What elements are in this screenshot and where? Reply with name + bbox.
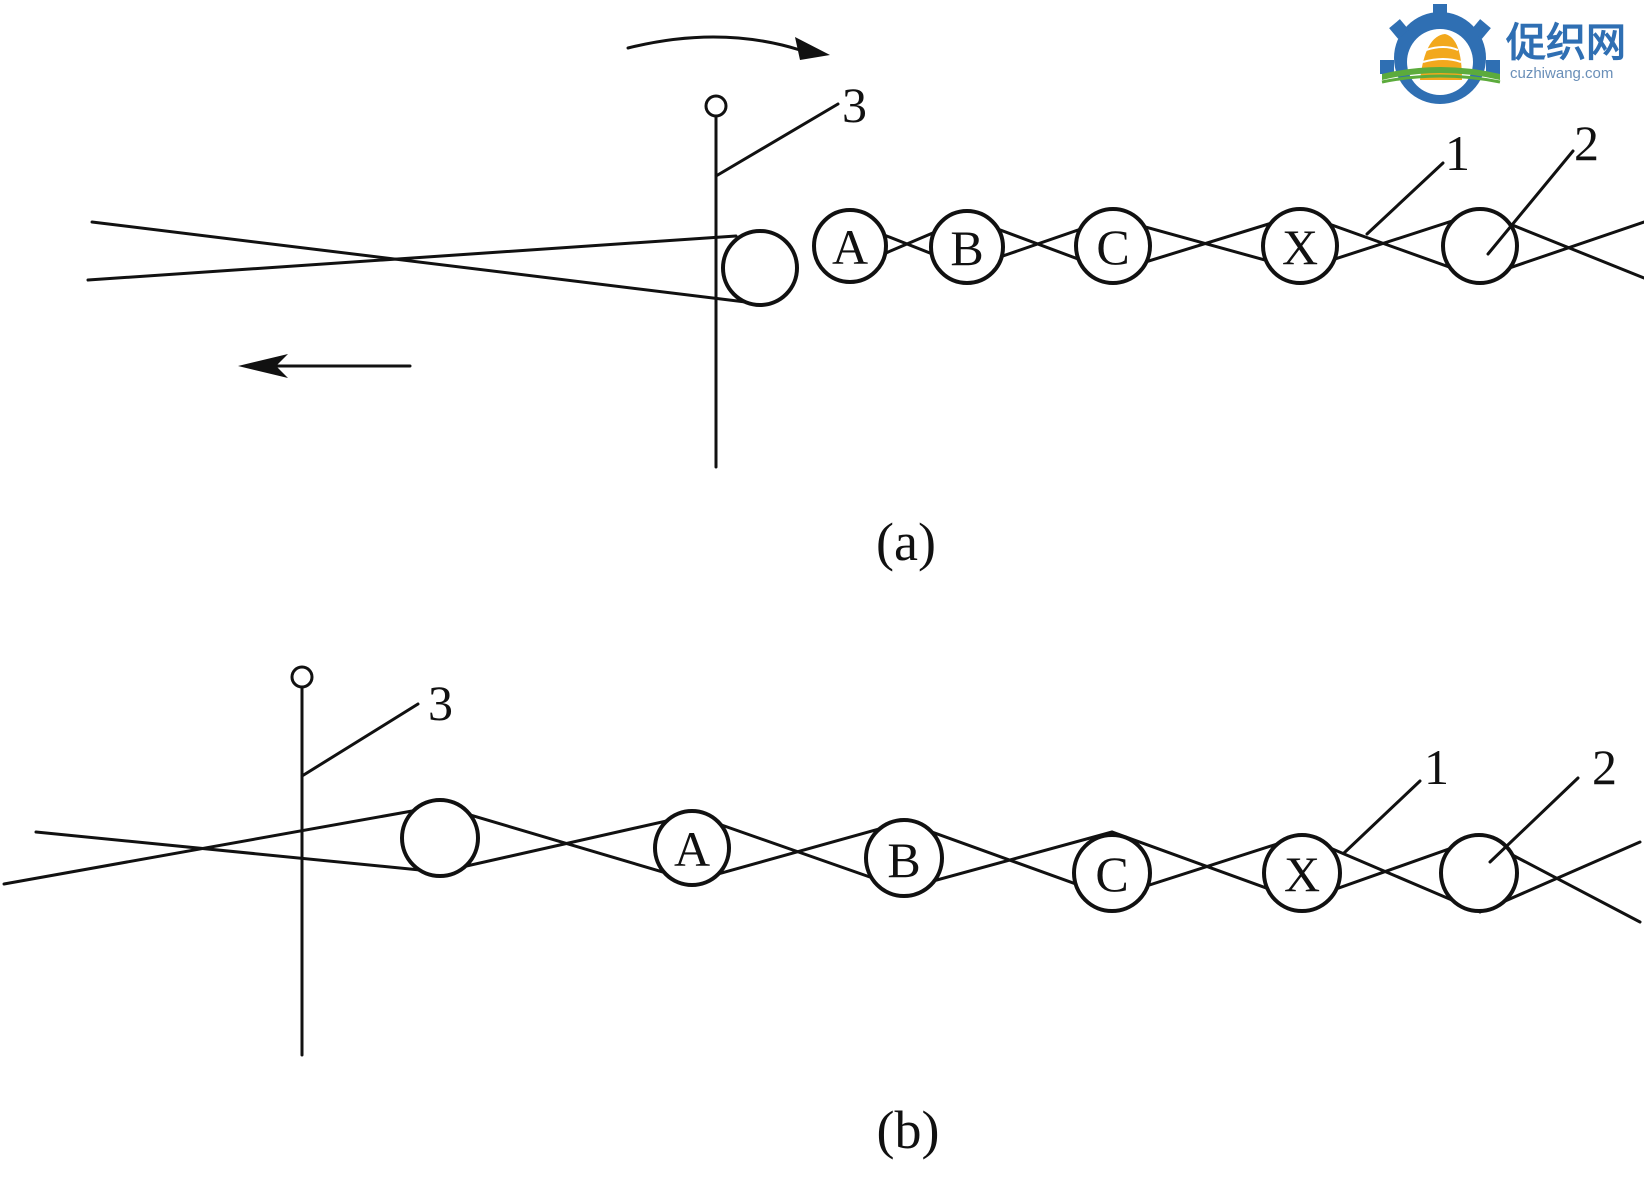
leader-1 bbox=[1365, 161, 1445, 236]
rotation-arrow-icon bbox=[626, 35, 802, 52]
book-wave-icon bbox=[1382, 67, 1500, 80]
pick-x bbox=[1261, 207, 1339, 285]
rotation-arrowhead-icon bbox=[795, 37, 830, 60]
pick-c-label: C bbox=[1096, 219, 1129, 275]
pick-x bbox=[1262, 833, 1342, 913]
pick-new bbox=[721, 229, 799, 307]
warp-cross-2 bbox=[34, 813, 1642, 924]
logo-name: 促织网 bbox=[1505, 20, 1626, 66]
callout-2: 2 bbox=[1574, 115, 1599, 171]
pick-c bbox=[1074, 207, 1152, 285]
pick-a bbox=[812, 208, 888, 284]
leader-1 bbox=[1342, 779, 1422, 855]
callout-3: 3 bbox=[428, 675, 453, 731]
pick-a bbox=[653, 809, 731, 887]
pick-b-label: B bbox=[950, 220, 983, 276]
pick-x-label: X bbox=[1282, 219, 1318, 275]
pick-b-label: B bbox=[887, 832, 920, 888]
site-logo: 促织网 cuzhiwang.com bbox=[1380, 4, 1626, 104]
leader-3 bbox=[300, 702, 420, 778]
caption-b: (b) bbox=[877, 1100, 940, 1160]
lever-knob bbox=[290, 665, 314, 689]
pick-c bbox=[1072, 833, 1152, 913]
pick-x-label: X bbox=[1284, 846, 1320, 902]
motion-arrowhead-icon bbox=[238, 354, 288, 378]
callout-1: 1 bbox=[1424, 739, 1449, 795]
lever-knob bbox=[704, 94, 728, 118]
pick-b bbox=[929, 209, 1005, 285]
logo-url: cuzhiwang.com bbox=[1510, 65, 1613, 82]
pick-c-label: C bbox=[1095, 846, 1128, 902]
pick-blank bbox=[1441, 207, 1519, 285]
panel-b: A B C X 3 1 2 (b) bbox=[2, 665, 1642, 1160]
leader-3 bbox=[714, 102, 840, 178]
pick-new bbox=[400, 798, 480, 878]
warp-thread-lower bbox=[86, 234, 738, 282]
gear-icon bbox=[1380, 4, 1500, 104]
pick-a-label: A bbox=[674, 821, 710, 877]
callout-3: 3 bbox=[842, 77, 867, 133]
pick-a-label: A bbox=[832, 219, 868, 275]
panel-a: A B C X 3 1 2 (a) bbox=[86, 35, 1644, 572]
pick-b bbox=[864, 818, 944, 898]
leader-2 bbox=[1486, 149, 1575, 256]
callout-1: 1 bbox=[1445, 125, 1470, 181]
leader-2 bbox=[1488, 776, 1580, 864]
callout-2: 2 bbox=[1592, 739, 1617, 795]
caption-a: (a) bbox=[876, 512, 936, 572]
warp-thread-upper bbox=[90, 220, 764, 306]
